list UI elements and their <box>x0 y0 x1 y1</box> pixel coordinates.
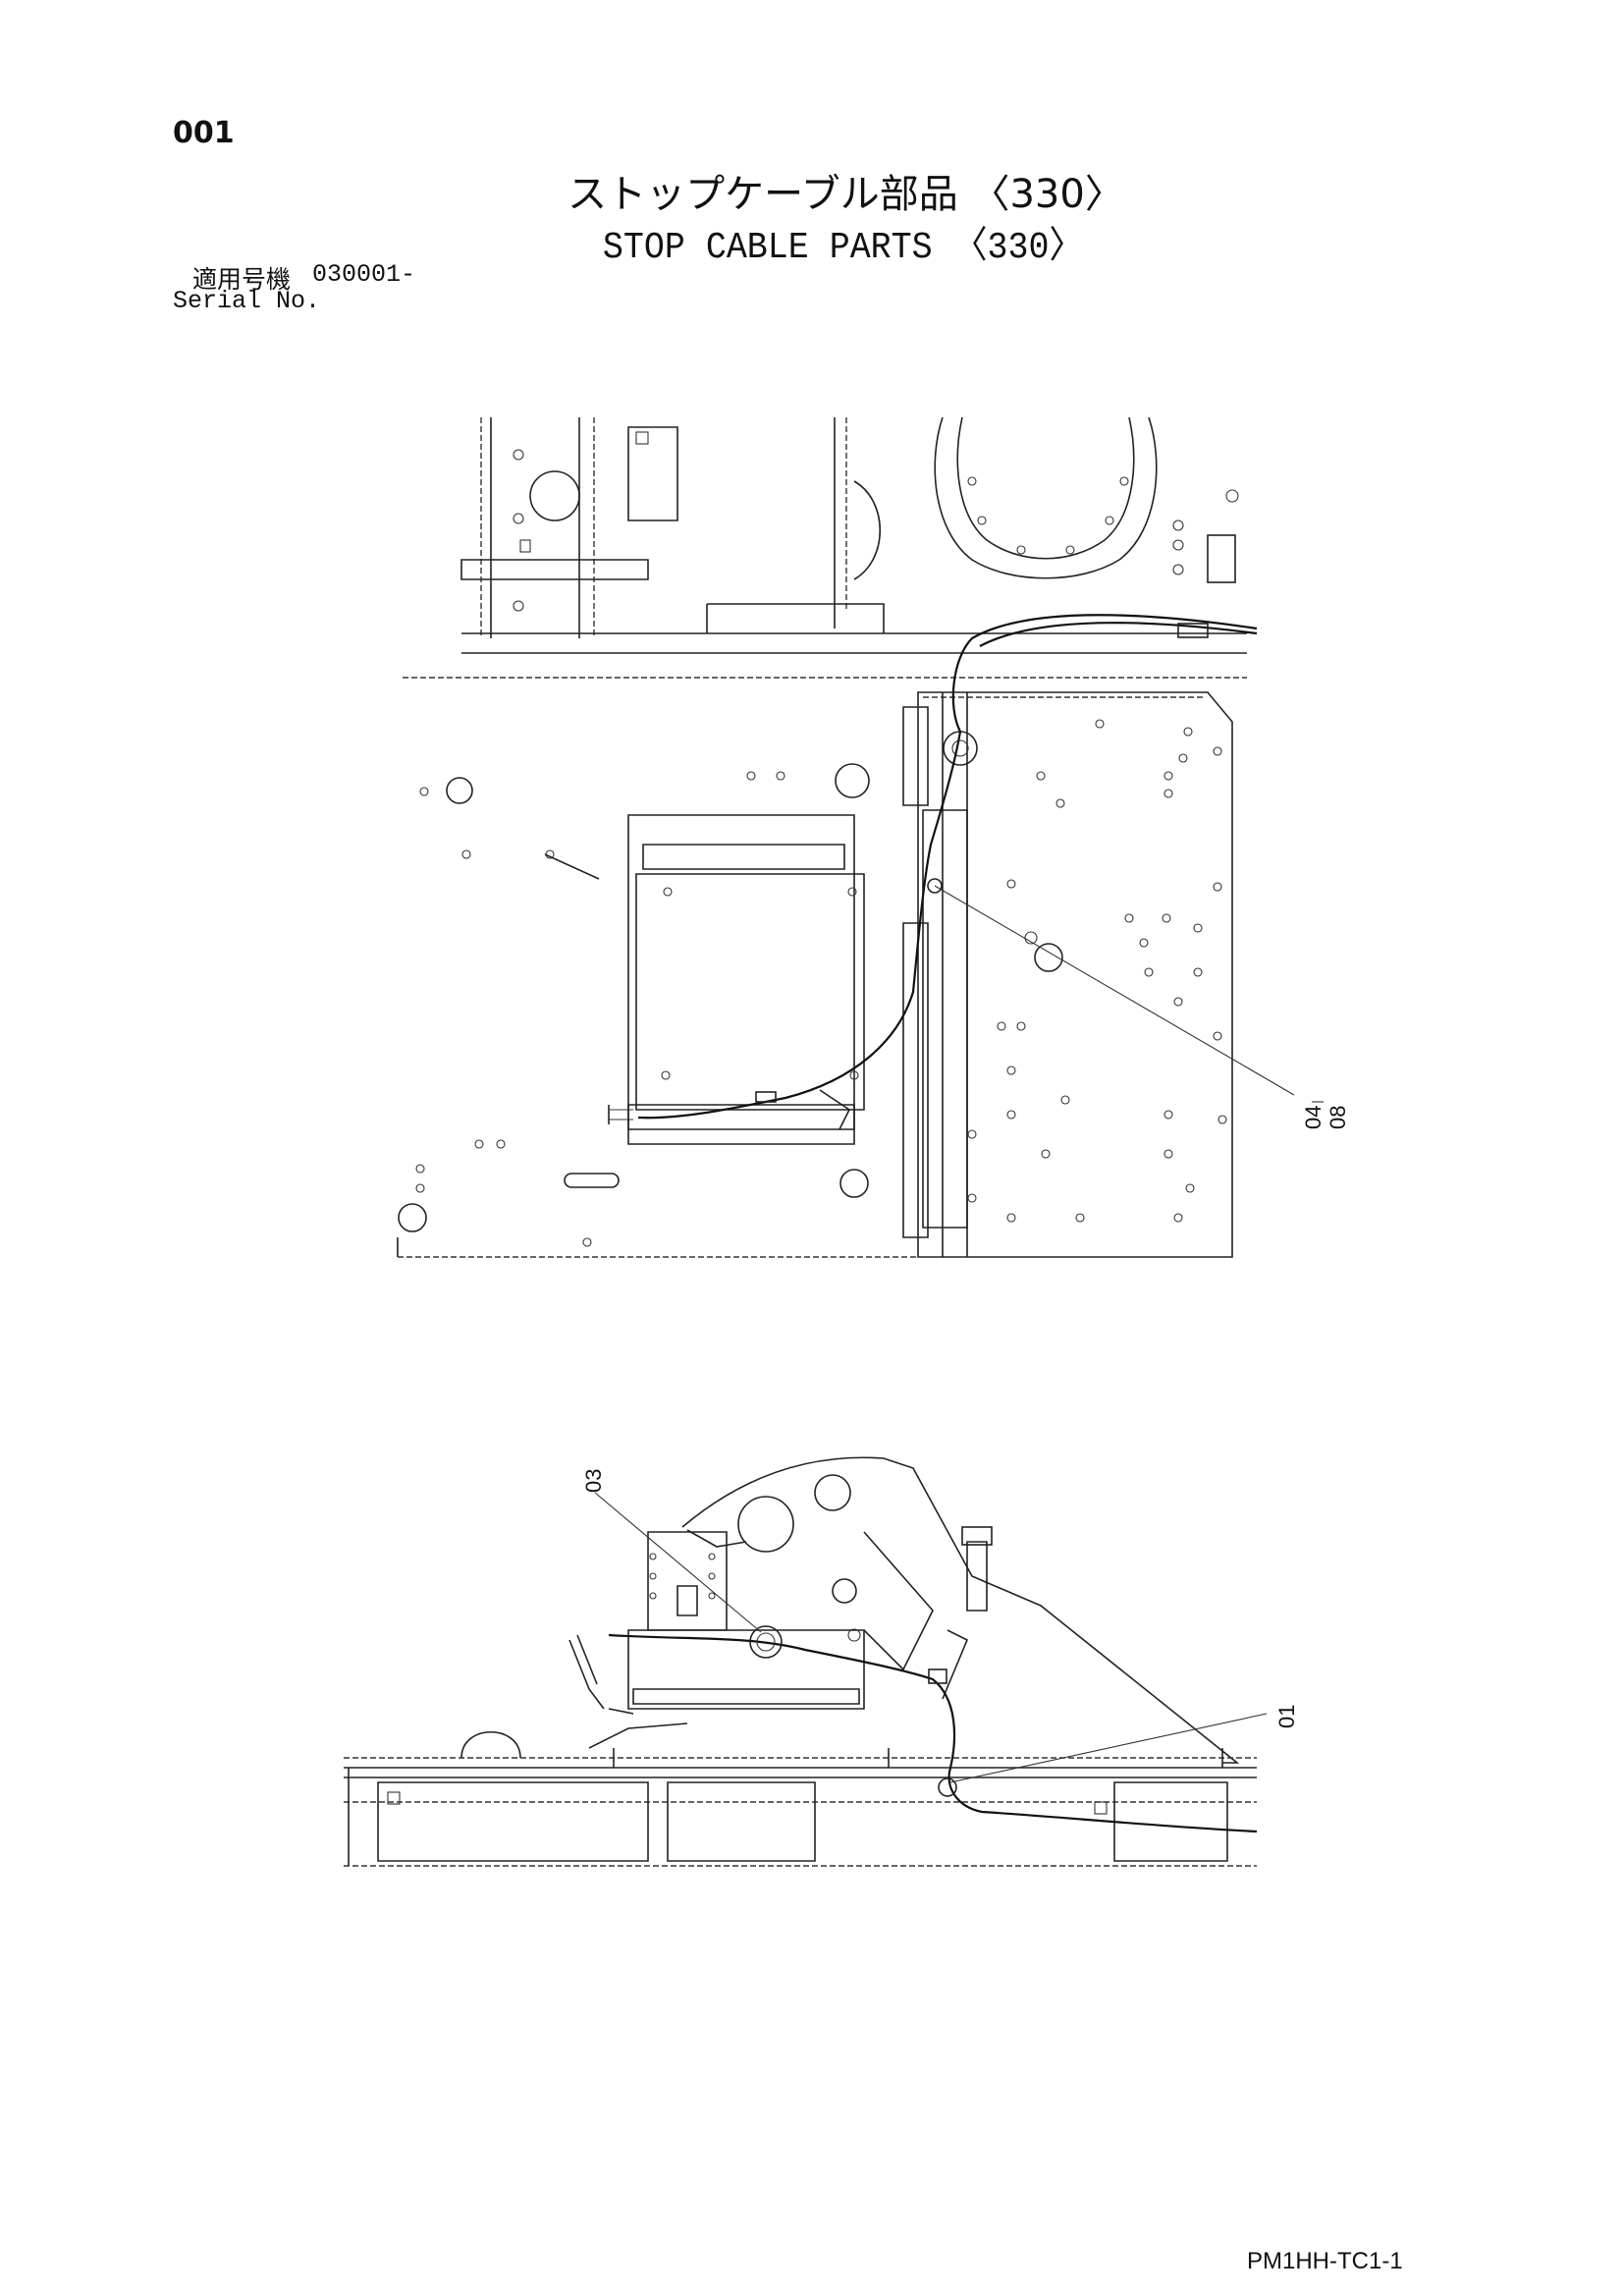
plate-holes <box>967 719 1227 1223</box>
page-number: 001 <box>173 116 235 150</box>
callout-03: 03 <box>581 1469 606 1493</box>
title-english: STOP CABLE PARTS 〈330〉 <box>602 227 1084 269</box>
callout-01: 01 <box>1274 1705 1299 1728</box>
callout-04: 04 <box>1301 1106 1325 1129</box>
callout-08: 08 <box>1325 1106 1350 1129</box>
title-japanese: ストップケーブル部品 〈330〉 <box>568 172 1124 217</box>
top-view <box>397 416 1295 1258</box>
side-view <box>344 1456 1268 1867</box>
serial-value: 030001- <box>312 260 416 289</box>
serial-label-japanese: 適用号機 <box>192 265 292 294</box>
document-code: PM1HH-TC1-1 <box>1247 2248 1403 2274</box>
serial-label-english: Serial No. <box>173 287 321 315</box>
